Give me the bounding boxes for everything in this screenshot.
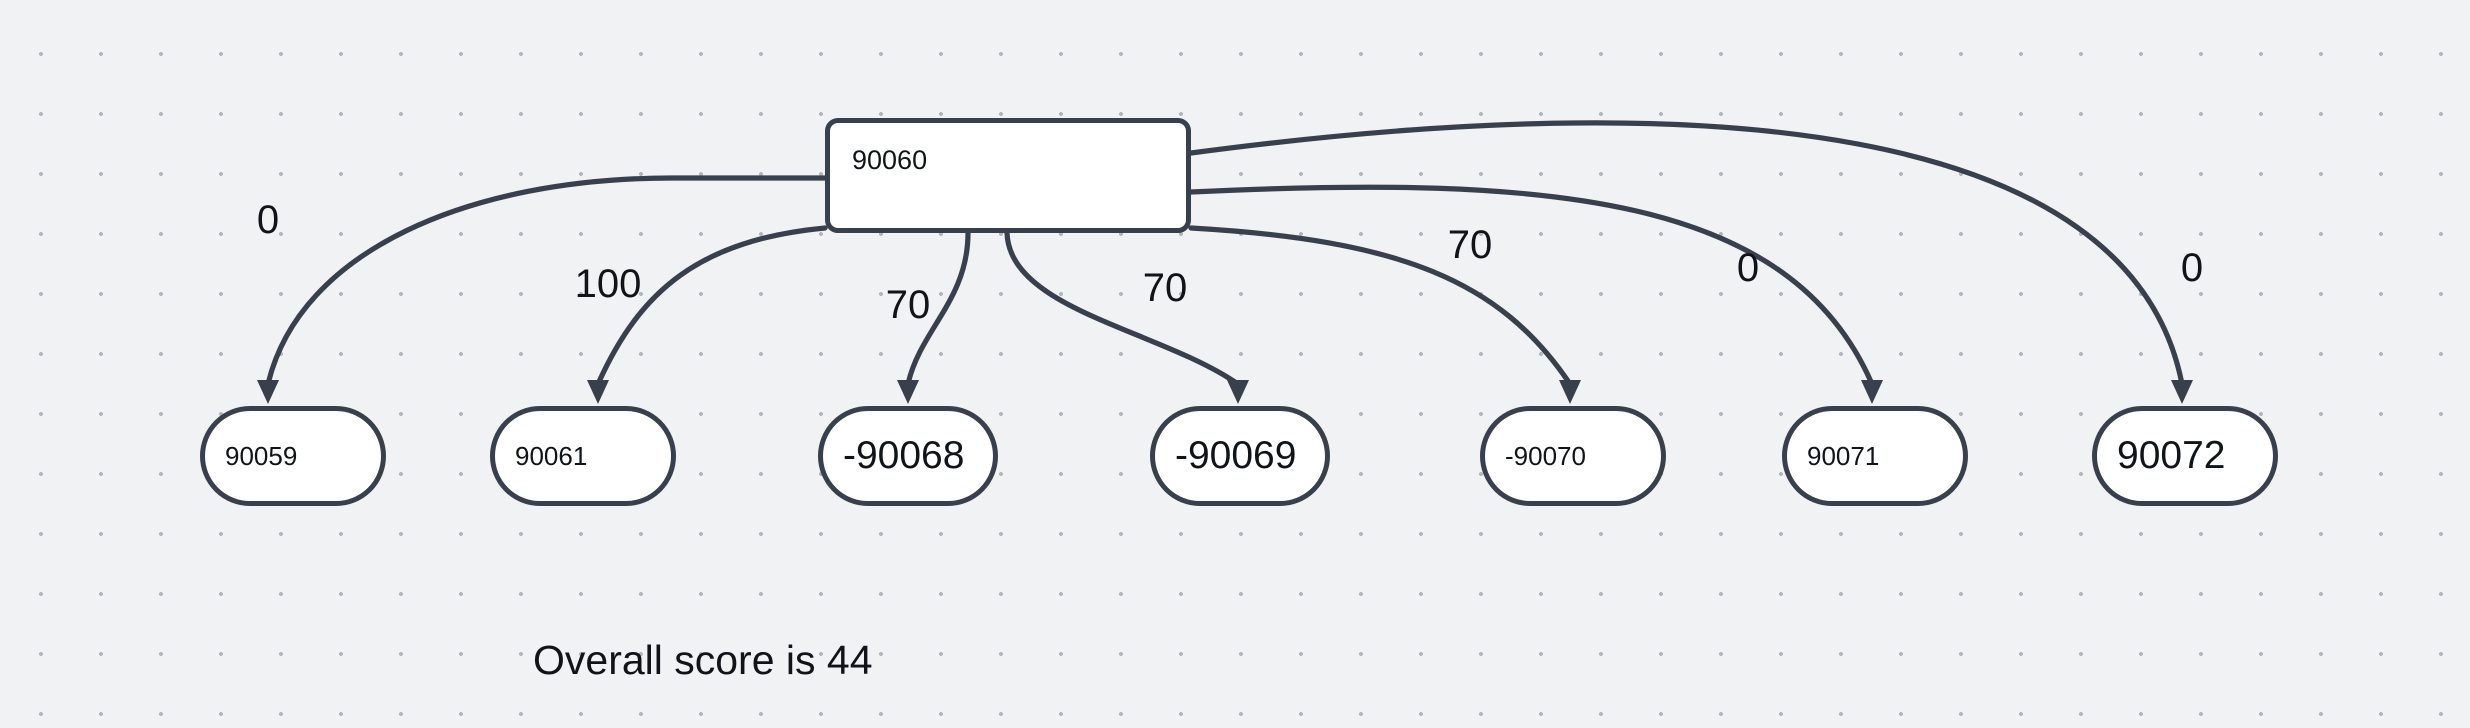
edge-weight-label: 100 xyxy=(574,262,642,306)
node-label: 90059 xyxy=(225,440,298,471)
edge-arrowhead xyxy=(257,380,279,404)
overall-score-text: Overall score is 44 xyxy=(533,637,873,683)
edge-arrowhead xyxy=(1861,380,1883,404)
node-label: 90061 xyxy=(515,440,588,471)
edge-arrowhead xyxy=(587,380,609,404)
node-label: 90071 xyxy=(1807,440,1880,471)
node-label: -90068 xyxy=(843,434,965,477)
node-label: -90069 xyxy=(1175,434,1297,477)
graph-edge[interactable] xyxy=(1188,184,1875,387)
edge-weight-label: 0 xyxy=(2180,246,2204,290)
edge-arrowhead xyxy=(1227,380,1249,404)
graph-node-90061[interactable]: 90061 xyxy=(490,406,676,506)
graph-edge[interactable] xyxy=(1004,230,1241,387)
graph-node-neg90069[interactable]: -90069 xyxy=(1150,406,1330,506)
graph-edge[interactable] xyxy=(595,225,828,387)
graph-node-90060[interactable]: 90060 xyxy=(825,118,1191,233)
edge-arrowhead xyxy=(897,380,919,404)
graph-edge[interactable] xyxy=(1188,120,2185,387)
edge-weight-label: 70 xyxy=(1447,223,1493,267)
edge-arrowhead xyxy=(2171,380,2193,404)
graph-node-90059[interactable]: 90059 xyxy=(200,406,386,506)
graph-node-90072[interactable]: 90072 xyxy=(2092,406,2278,506)
graph-node-neg90068[interactable]: -90068 xyxy=(818,406,998,506)
node-label: 90060 xyxy=(852,145,928,175)
edge-weight-label: 0 xyxy=(1736,246,1760,290)
edge-weight-label: 0 xyxy=(256,198,280,242)
graph-edge[interactable] xyxy=(1188,225,1573,387)
graph-edge[interactable] xyxy=(265,175,828,387)
edge-weight-label: 70 xyxy=(1142,266,1188,310)
graph-node-neg90070[interactable]: -90070 xyxy=(1480,406,1666,506)
edge-arrowhead xyxy=(1559,380,1581,404)
node-label: 90072 xyxy=(2117,434,2226,477)
edge-weight-label: 70 xyxy=(885,283,931,327)
node-label: -90070 xyxy=(1505,440,1586,471)
graph-node-90071[interactable]: 90071 xyxy=(1782,406,1968,506)
